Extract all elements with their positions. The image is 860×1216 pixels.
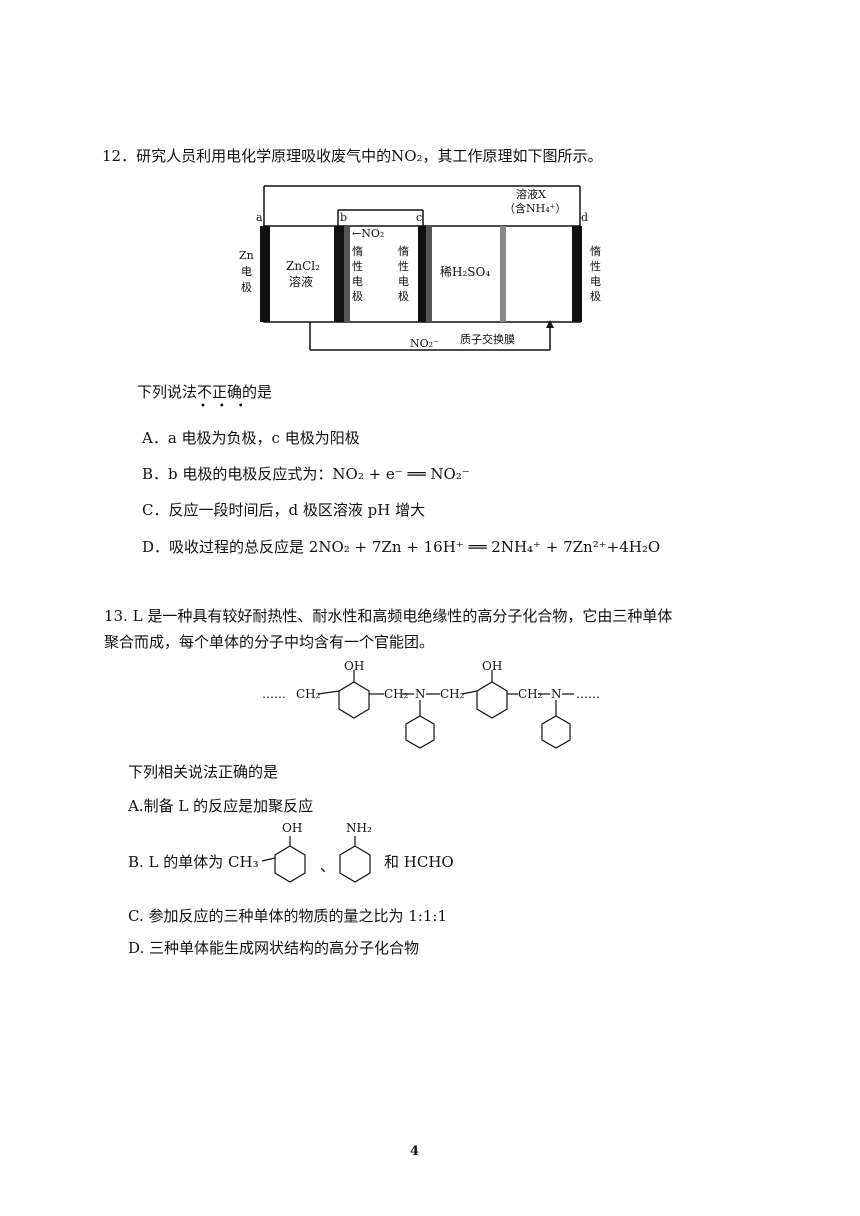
emphasis-dots: ••• — [200, 401, 257, 412]
q12-option-d: D．吸收过程的总反应是 2NO₂ + 7Zn + 16H⁺ ══ 2NH₄⁺ +… — [142, 538, 661, 556]
q13-option-c: C. 参加反应的三种单体的物质的量之比为 1:1:1 — [128, 907, 447, 925]
monomer-oh: OH — [282, 821, 303, 835]
inert-c-1: 惰 — [398, 245, 409, 258]
q13-stem-line2: 聚合而成，每个单体的分子中均含有一个官能团。 — [104, 633, 435, 651]
q13-option-d: D. 三种单体能生成网状结构的高分子化合物 — [128, 939, 420, 957]
solution-x-2: （含NH₄⁺） — [504, 202, 567, 215]
inert-c-3: 电 — [398, 275, 409, 288]
inert-d-1: 惰 — [590, 245, 601, 258]
h2so4-label: 稀H₂SO₄ — [440, 265, 491, 279]
no2-minus-label: NO₂⁻ — [410, 337, 439, 350]
q13-option-b-prefix: B. L 的单体为 CH₃ — [128, 853, 259, 871]
q13-prompt: 下列相关说法正确的是 — [128, 763, 279, 781]
solution-x-1: 溶液X — [516, 188, 546, 201]
ch2-1: CH₂ — [296, 687, 321, 701]
n-1: N — [415, 687, 426, 701]
inert-b-2: 性 — [352, 260, 363, 273]
monomer-separator: 、 — [320, 857, 336, 875]
oh-1: OH — [344, 659, 365, 673]
zncl2-label: ZnCl₂ — [286, 259, 320, 273]
inert-d-4: 极 — [590, 290, 601, 303]
label-a: a — [256, 211, 263, 224]
label-d: d — [581, 211, 589, 224]
q12-option-c: C．反应一段时间后，d 极区溶液 pH 增大 — [142, 501, 426, 519]
q13-option-b-suffix: 和 HCHO — [384, 853, 454, 871]
oh-2: OH — [482, 659, 503, 673]
zncl2-solution: 溶液 — [289, 275, 314, 289]
membrane-label: 质子交换膜 — [460, 333, 515, 346]
q13-option-a: A.制备 L 的反应是加聚反应 — [128, 797, 314, 815]
inert-b-4: 极 — [352, 290, 363, 303]
dots-left: …… — [262, 687, 286, 701]
q12-prompt: 下列说法不正确的是 — [137, 383, 273, 401]
inert-d-3: 电 — [590, 275, 601, 288]
inert-c-2: 性 — [398, 260, 409, 273]
q12-stem: 12．研究人员利用电化学原理吸收废气中的NO₂，其工作原理如下图所示。 — [102, 147, 603, 165]
inert-c-4: 极 — [398, 290, 409, 303]
dots-right: …… — [576, 687, 600, 701]
zn-label-2: 电 — [241, 265, 252, 278]
n-2: N — [551, 687, 562, 701]
ch2-4: CH₂ — [518, 687, 543, 701]
ch2-3: CH₂ — [440, 687, 465, 701]
inert-d-2: 性 — [590, 260, 601, 273]
label-b: b — [340, 211, 348, 224]
zn-label-1: Zn — [239, 249, 254, 262]
inert-b-1: 惰 — [352, 245, 363, 258]
q13-stem-line1: 13. L 是一种具有较好耐热性、耐水性和高频电绝缘性的高分子化合物，它由三种单… — [104, 607, 673, 625]
label-c: c — [416, 211, 423, 224]
no2-inlet: ←NO₂ — [352, 227, 385, 240]
monomer-nh2: NH₂ — [346, 821, 372, 835]
q12-option-b: B．b 电极的电极反应式为：NO₂ + e⁻ ══ NO₂⁻ — [142, 465, 470, 483]
ch2-2: CH₂ — [384, 687, 409, 701]
zn-label-3: 极 — [241, 281, 252, 294]
q12-option-a: A．a 电极为负极，c 电极为阳极 — [142, 429, 360, 447]
page-number: 4 — [410, 1144, 420, 1159]
inert-b-3: 电 — [352, 275, 363, 288]
